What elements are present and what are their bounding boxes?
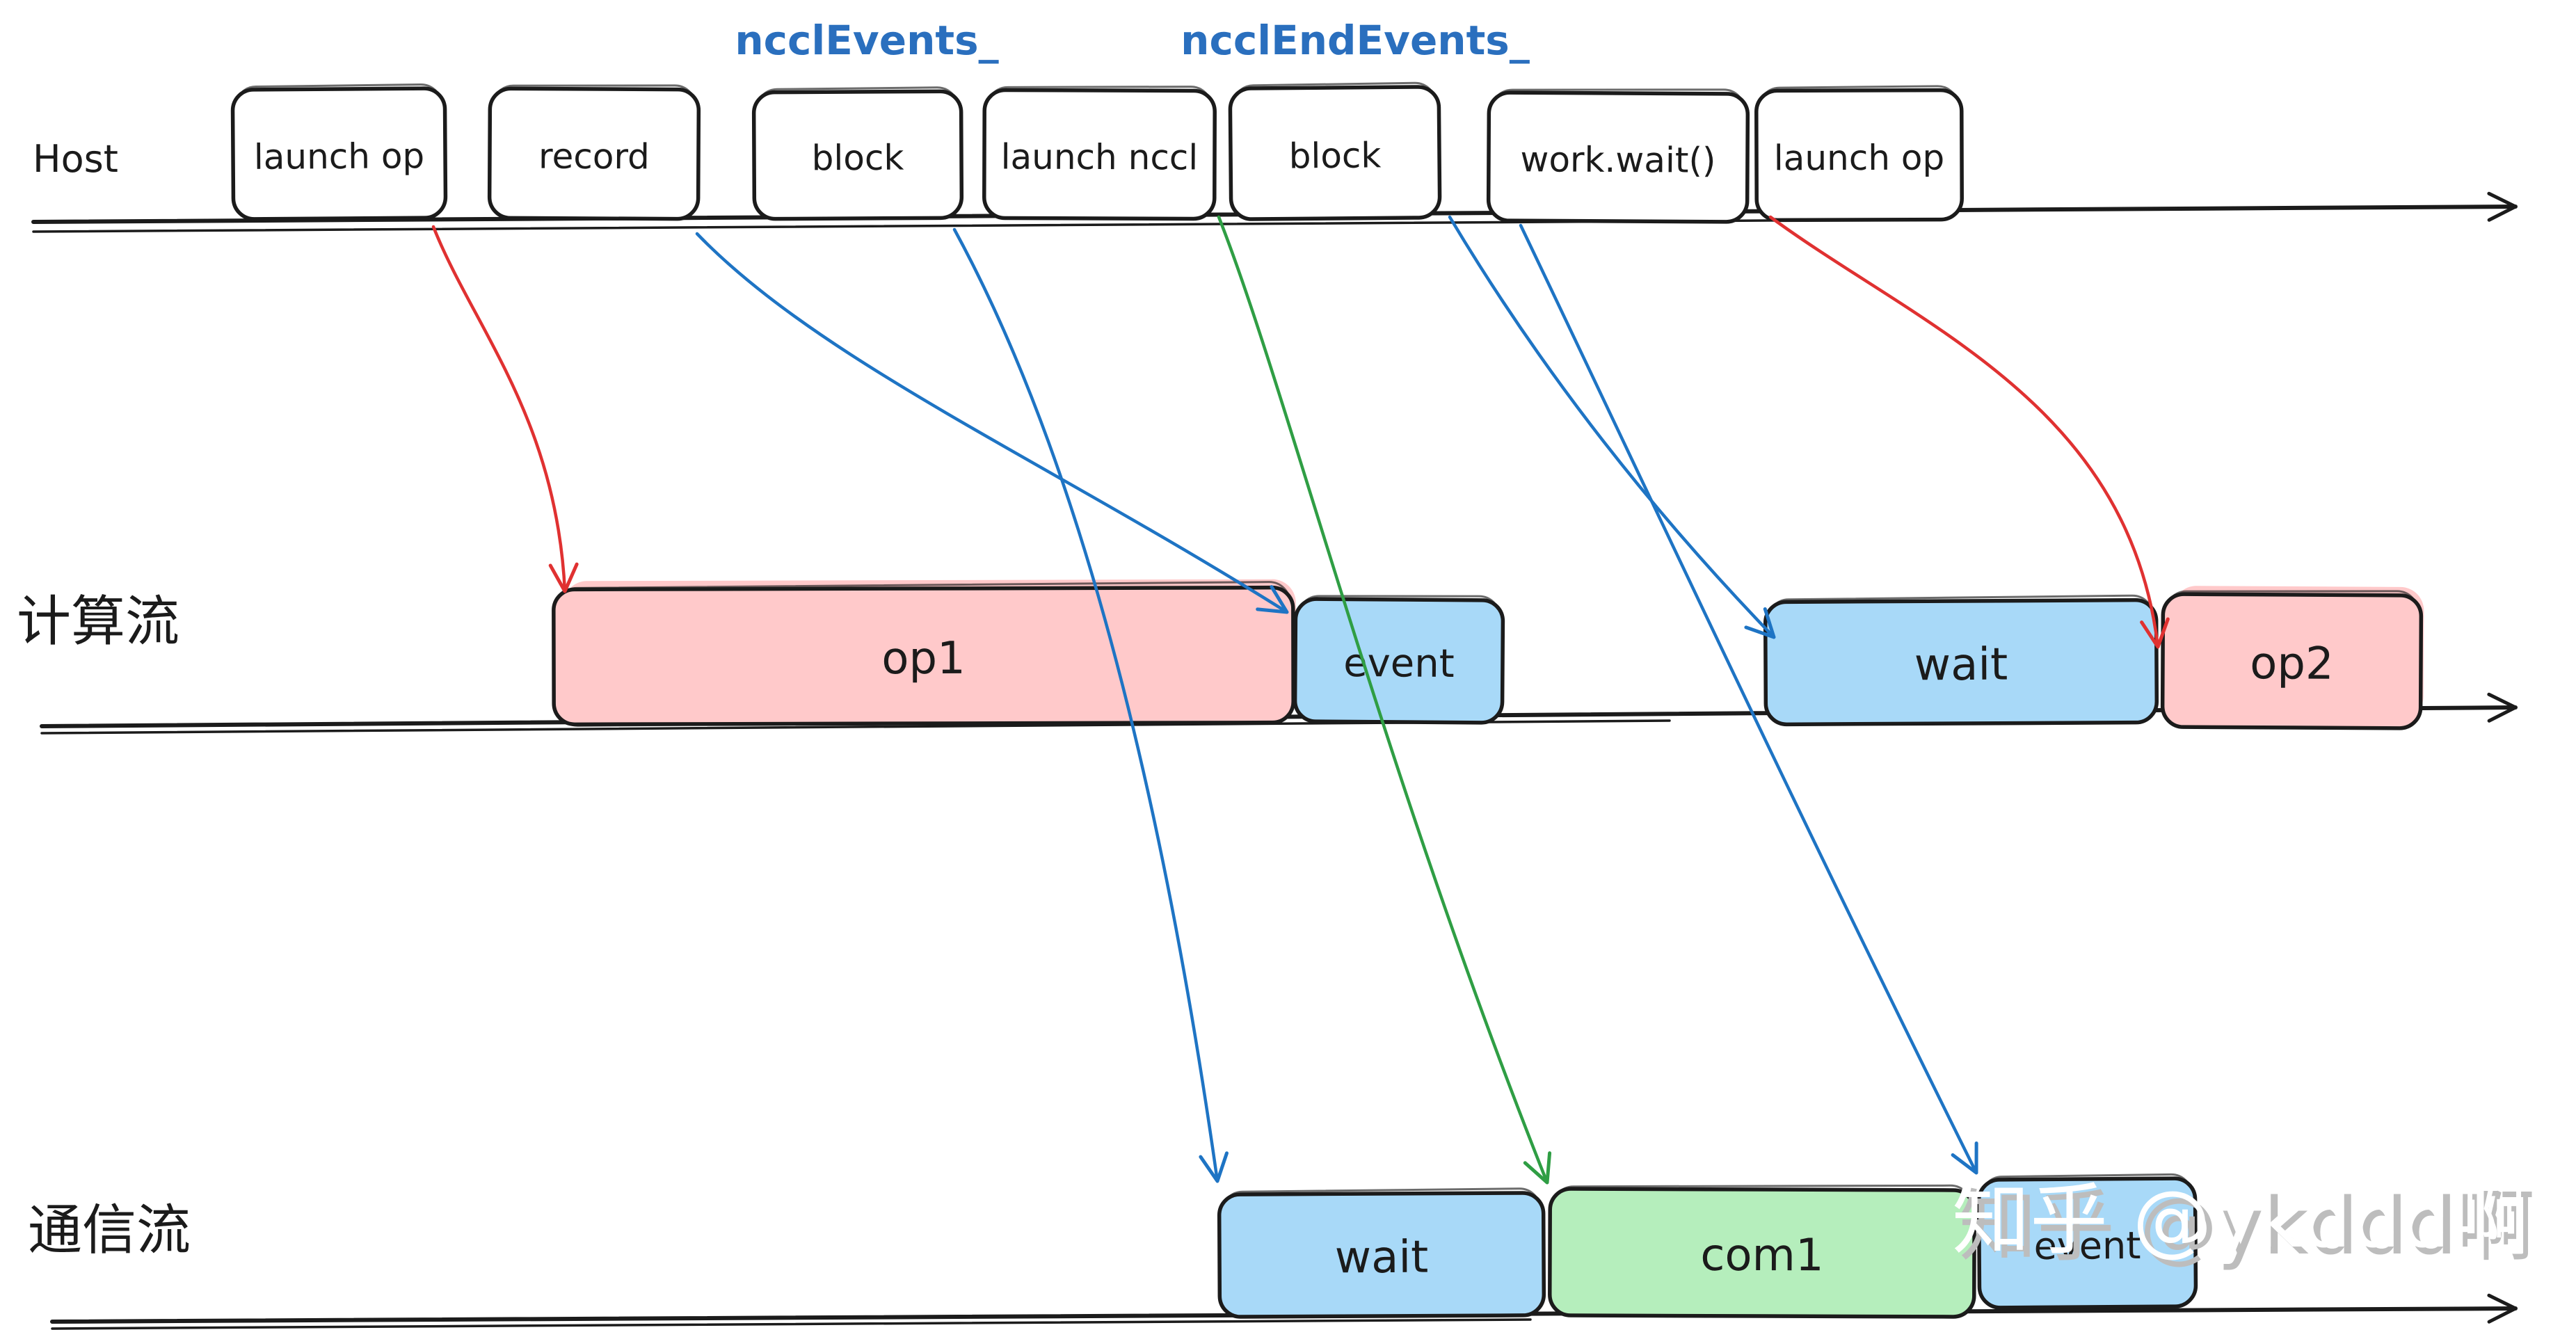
compute-box-op2-shape [2160, 592, 2424, 730]
host-box-launch-op-2-label: launch op [1774, 138, 1945, 179]
host-label: Host [33, 137, 118, 181]
host-box-launch-op-2-shape [1754, 88, 1964, 223]
compute-box-wait-label: wait [1914, 639, 2008, 691]
compute-box-op2: op2 [2160, 586, 2424, 730]
host-box-record: record [487, 84, 701, 221]
arrow-work-wait-to-comm-event [1519, 223, 1978, 1175]
host-box-launch-op-1-shape [230, 86, 448, 221]
host-box-launch-op-1: launch op [230, 83, 448, 221]
nccl-end-events-label: ncclEndEvents_ [1181, 17, 1530, 64]
comm-timeline-echo-line [51, 1318, 1532, 1330]
arrow-launch-nccl-to-com1 [1217, 215, 1552, 1185]
host-box-launch-op-2: launch op [1754, 85, 1964, 223]
watermark-shadow-text: 知乎 @ykddd啊 [1959, 1182, 2535, 1272]
host-box-record-label: record [538, 136, 650, 177]
host-box-block-2: block [1228, 81, 1442, 221]
compute-box-event-label: event [1343, 641, 1455, 687]
host-box-work-wait: work.wait() [1486, 88, 1750, 224]
comm-box-wait-shape [1217, 1191, 1546, 1319]
host-box-record-shape [487, 86, 701, 221]
compute-box-wait-shape [1763, 598, 2159, 727]
compute-box-op1: op1 [552, 579, 1297, 727]
host-box-launch-op-1-label: launch op [254, 136, 425, 177]
comm-stream-label: 通信流 [28, 1199, 191, 1262]
host-box-block-2-label: block [1288, 135, 1381, 176]
arrow-block-1-to-comm-wait [952, 227, 1229, 1183]
host-box-launch-nccl: launch nccl [982, 86, 1217, 221]
watermark-text: 知乎 @ykddd啊 [1952, 1175, 2528, 1265]
host-box-block-1-label: block [812, 138, 904, 179]
host-box-block-2-shape [1228, 85, 1442, 221]
host-box-work-wait-label: work.wait() [1520, 139, 1715, 180]
comm-box-wait-label: wait [1335, 1232, 1429, 1284]
comm-box-wait: wait [1217, 1187, 1546, 1319]
arrow-block-2-to-compute-wait [1448, 215, 1776, 639]
comm-box-event: event [1976, 1173, 2198, 1310]
compute-box-event-shape [1293, 597, 1505, 725]
compute-box-op1-label: op1 [881, 633, 966, 684]
arrow-record-to-event [695, 232, 1289, 614]
compute-box-op2-label: op2 [2250, 638, 2334, 690]
host-box-block-1: block [751, 86, 964, 221]
host-box-block-1-shape [751, 89, 964, 221]
comm-box-event-label: event [2033, 1224, 2141, 1268]
comm-box-event-shape [1976, 1176, 2198, 1310]
comm-box-com1: com1 [1548, 1184, 1976, 1319]
nccl-events-label: ncclEvents_ [735, 17, 998, 64]
comm-box-com1-shape [1548, 1187, 1976, 1319]
compute-stream-label: 计算流 [17, 591, 179, 653]
arrow-launch-op-1-to-op1 [431, 225, 579, 593]
host-box-work-wait-shape [1486, 90, 1750, 224]
host-box-launch-nccl-label: launch nccl [1001, 137, 1199, 178]
comm-box-com1-label: com1 [1700, 1230, 1824, 1282]
arrow-launch-op-2-to-op2 [1768, 215, 2170, 649]
compute-box-event: event [1293, 595, 1505, 725]
compute-box-op1-shape [552, 585, 1295, 727]
compute-box-wait: wait [1763, 594, 2159, 727]
host-box-launch-nccl-shape [982, 88, 1217, 221]
